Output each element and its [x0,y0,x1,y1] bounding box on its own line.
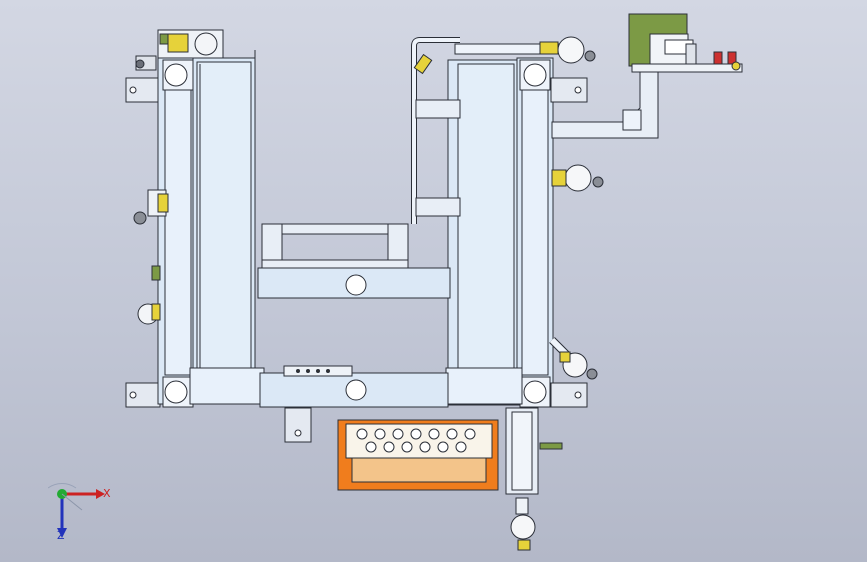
upper-cross-beam-hole [345,274,367,296]
left-rail-inner [164,84,192,376]
left-top-sensor-cluster [135,29,224,71]
right-mount-bracket-top [550,77,588,103]
right-lower-cylinder [549,337,598,380]
coordinate-triad [47,482,108,546]
tray-holes [356,428,476,453]
lower-cross-beam-hole [345,379,367,401]
motor-mount-plate [631,63,743,73]
top-bridge-bar [261,223,409,235]
x-axis-label: X [103,487,111,500]
left-column-hole-bottom [164,380,188,404]
left-mid-clamp [133,189,169,225]
left-column-hole-top [164,63,188,87]
left-lower-valve [137,265,161,325]
bottom-cylinder [510,497,536,551]
left-endblock-bottom [189,367,265,405]
right-column-hole-bottom [523,380,547,404]
pipe-yellow-fitting [413,53,433,75]
right-mount-bracket-bottom [550,382,588,408]
ladder-rung-lower [415,197,461,217]
right-top-cylinder [539,36,596,64]
bottom-left-tab [284,407,312,443]
ladder-rung-upper [415,99,461,119]
right-endblock-bottom [445,367,523,405]
z-axis-label: Z [57,529,65,542]
right-mid-cylinder [551,164,604,192]
right-column-hole-top [523,63,547,87]
